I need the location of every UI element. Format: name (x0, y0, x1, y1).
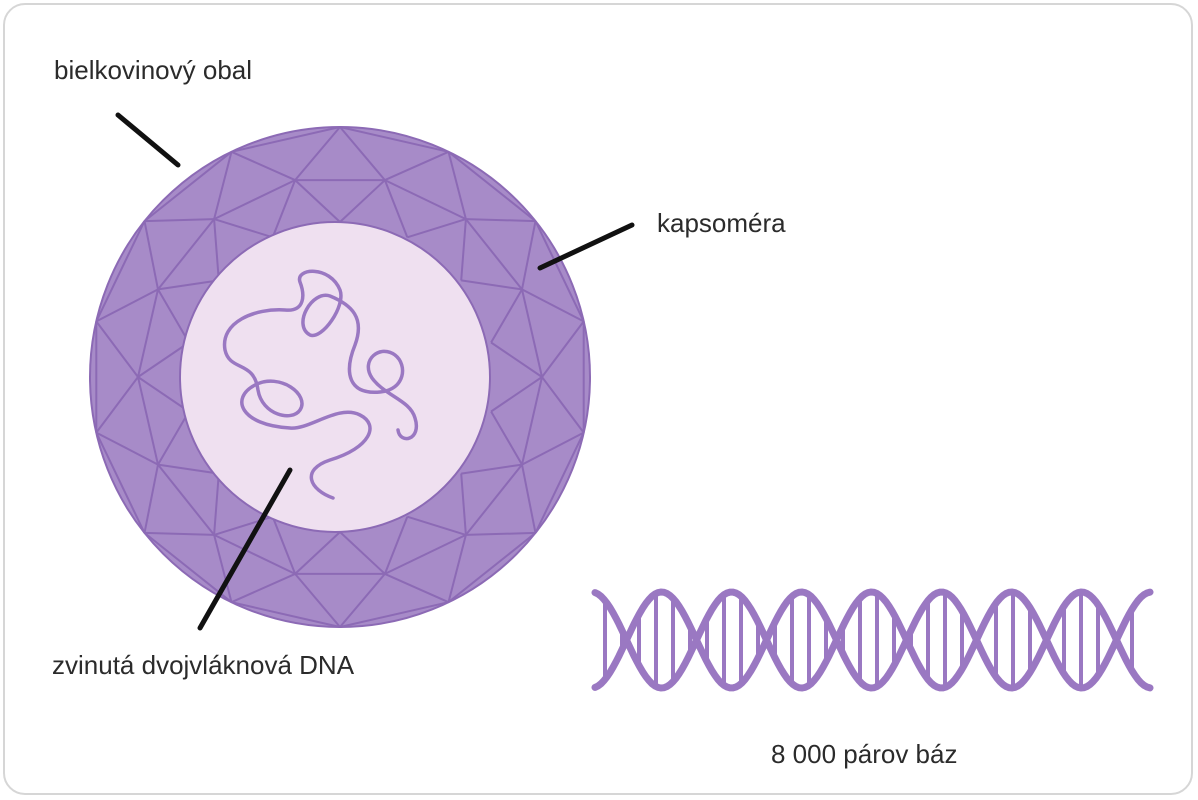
coiled-dna (222, 269, 419, 500)
helix-strand-a (591, 588, 1154, 692)
inner-core (179, 221, 491, 533)
dna-double-helix (591, 588, 1154, 692)
capsomere-leader (537, 222, 635, 271)
protein-coat-label: bielkovinový obal (54, 55, 253, 85)
capsomere-tiles (95, 126, 585, 628)
helix-base-pairs (603, 590, 1134, 690)
capsomere-label: kapsoméra (657, 208, 786, 238)
dna-leader (197, 467, 293, 631)
capsid (89, 126, 591, 628)
dna-label: zvinutá dvojvláknová DNA (52, 650, 355, 680)
helix-strand-b (591, 588, 1154, 692)
protein-coat-leader (115, 112, 181, 168)
base-pairs-label: 8 000 párov báz (771, 739, 958, 769)
